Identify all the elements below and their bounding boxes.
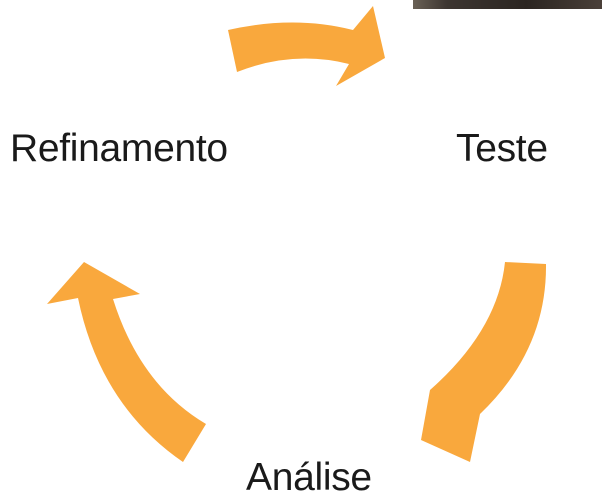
arrow-teste-to-analise bbox=[421, 262, 547, 462]
arrow-analise-to-refinamento bbox=[47, 262, 206, 462]
stage-label-refinamento: Refinamento bbox=[10, 127, 228, 170]
stage-label-teste: Teste bbox=[456, 127, 548, 170]
arrow-refinamento-to-teste bbox=[228, 6, 385, 86]
stage-label-analise: Análise bbox=[246, 456, 372, 499]
corner-photo-thumbnail bbox=[413, 0, 602, 9]
